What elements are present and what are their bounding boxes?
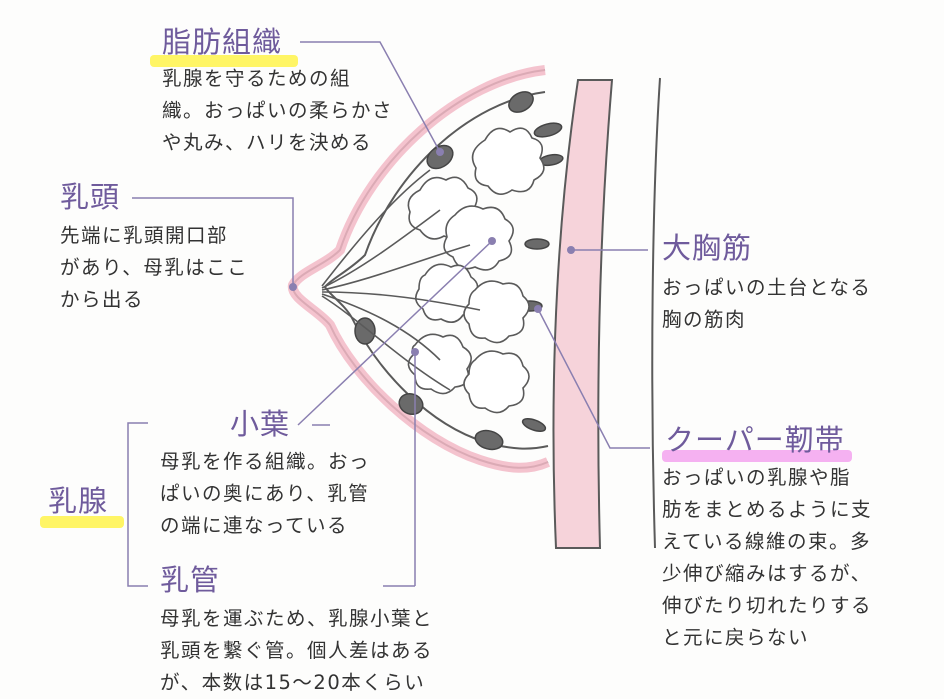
highlight-cooper-title <box>662 450 852 462</box>
duct-line-1: 母乳を運ぶため、乳腺小葉と <box>160 607 434 630</box>
cooper-ligament-title: クーパー靭帯 <box>665 423 845 457</box>
cooper-ligament-line-2: 肪をまとめるように支 <box>662 498 873 521</box>
lobule-title: 小葉 <box>230 407 291 441</box>
pectoralis-line-2: 胸の筋肉 <box>662 308 747 331</box>
cooper-ligament-line-4: 少伸び縮みはするが、 <box>662 562 872 585</box>
leader-lines <box>127 41 650 587</box>
nipple-title: 乳頭 <box>60 180 121 214</box>
duct-title: 乳管 <box>160 563 221 597</box>
lobule-line-1: 母乳を作る組織。おっ <box>160 450 371 473</box>
highlight-mammary-title <box>40 516 124 528</box>
nipple-line-2: があり、母乳はここ <box>60 256 249 279</box>
lobule-line-2: ぱいの奥にあり、乳管 <box>160 482 370 505</box>
fat-tissue-title: 脂肪組織 <box>162 25 283 59</box>
fat-tissue-line-1: 乳腺を守るための組 <box>162 67 352 90</box>
cooper-ligament-line-6: と元に戻らない <box>662 626 810 649</box>
pectoralis-line-1: おっぱいの土台となる <box>662 276 872 299</box>
nipple-line-1: 先端に乳頭開口部 <box>60 224 229 247</box>
fat-tissue-line-2: 織。おっぱいの柔らかさ <box>162 99 394 122</box>
cooper-ligament-line-5: 伸びたり切れたりする <box>662 594 873 617</box>
highlight-fat-title <box>150 55 298 67</box>
fat-tissue-line-3: や丸み、ハリを決める <box>162 131 373 154</box>
pectoralis-muscle <box>552 77 661 549</box>
duct-line-2: 乳頭を繋ぐ管。個人差はある <box>160 639 434 662</box>
duct-line-3: が、本数は15〜20本くらい <box>160 671 426 694</box>
lobule-clusters <box>407 127 545 414</box>
milk-ducts <box>321 169 481 391</box>
cooper-ligament-line-3: えている線維の束。多 <box>662 530 872 553</box>
mammary-gland-title: 乳腺 <box>48 484 109 518</box>
leader-dots <box>289 148 575 356</box>
cooper-ligament-line-1: おっぱいの乳腺や脂 <box>662 466 852 489</box>
pectoralis-title: 大胸筋 <box>662 231 753 265</box>
lobule-line-3: の端に連なっている <box>160 514 349 537</box>
nipple-line-3: から出る <box>60 288 145 311</box>
